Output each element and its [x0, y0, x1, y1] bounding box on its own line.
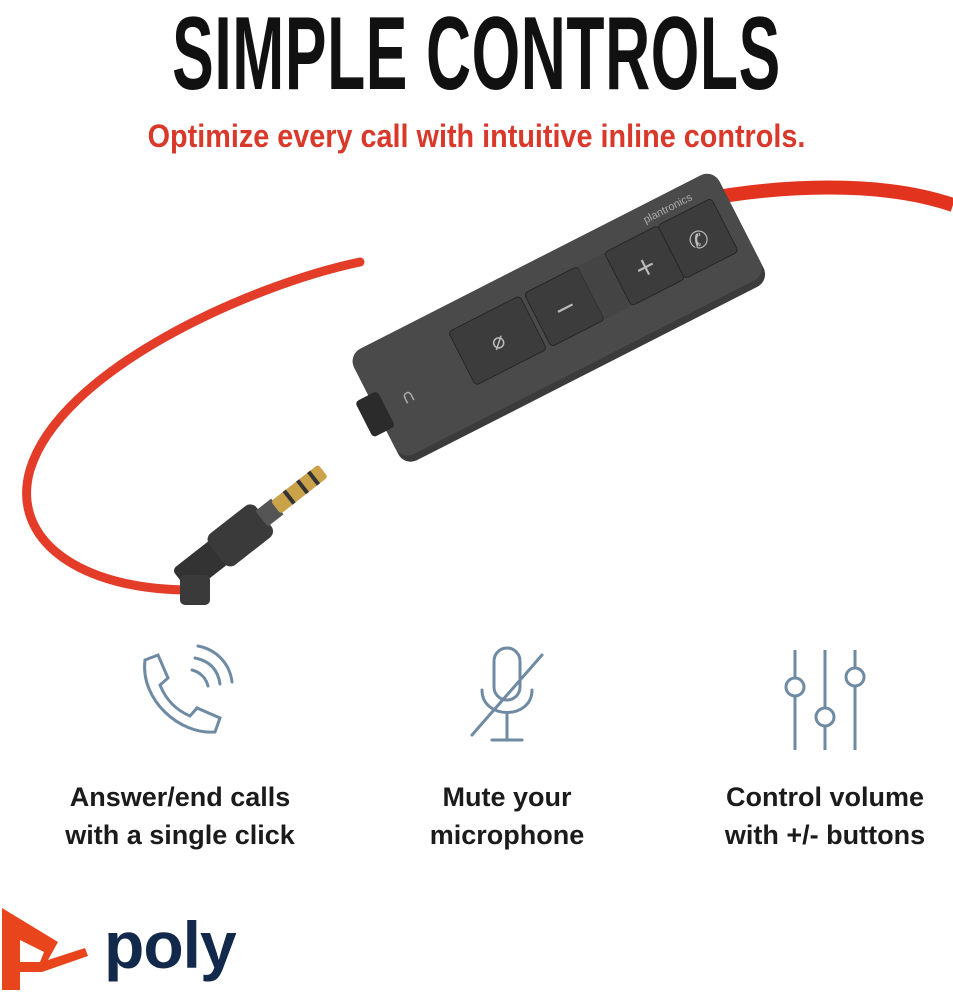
mute-button: [449, 296, 546, 385]
poly-logo: poly: [0, 900, 237, 990]
feature-line2: with a single click: [65, 820, 295, 850]
feature-line1: Control volume: [725, 782, 924, 812]
feature-answer-calls: Answer/end calls with a single click: [30, 640, 330, 854]
cable-left: [22, 257, 365, 595]
page-title: SIMPLE CONTROLS: [172, 0, 781, 112]
feature-line1: Mute your: [442, 782, 572, 812]
product-image: ⌀ − + ✆ ∩ plantronics: [22, 173, 953, 605]
feature-volume: Control volume with +/- buttons: [675, 640, 953, 854]
cable-right: [698, 180, 953, 212]
phone-call-icon: [143, 644, 234, 734]
sliders-icon: [784, 650, 866, 750]
poly-logo-mark: [2, 908, 88, 990]
poly-logo-text: poly: [104, 908, 237, 982]
mic-mute-icon: [470, 646, 544, 742]
feature-line2: microphone: [429, 820, 585, 850]
page-subtitle: Optimize every call with intuitive inlin…: [147, 118, 806, 154]
feature-line2: with +/- buttons: [724, 820, 926, 850]
call-button: [658, 198, 738, 278]
feature-line1: Answer/end calls: [69, 782, 291, 812]
feature-mute: Mute your microphone: [357, 640, 657, 854]
inline-controller: ⌀ − + ✆ ∩ plantronics: [352, 173, 766, 462]
